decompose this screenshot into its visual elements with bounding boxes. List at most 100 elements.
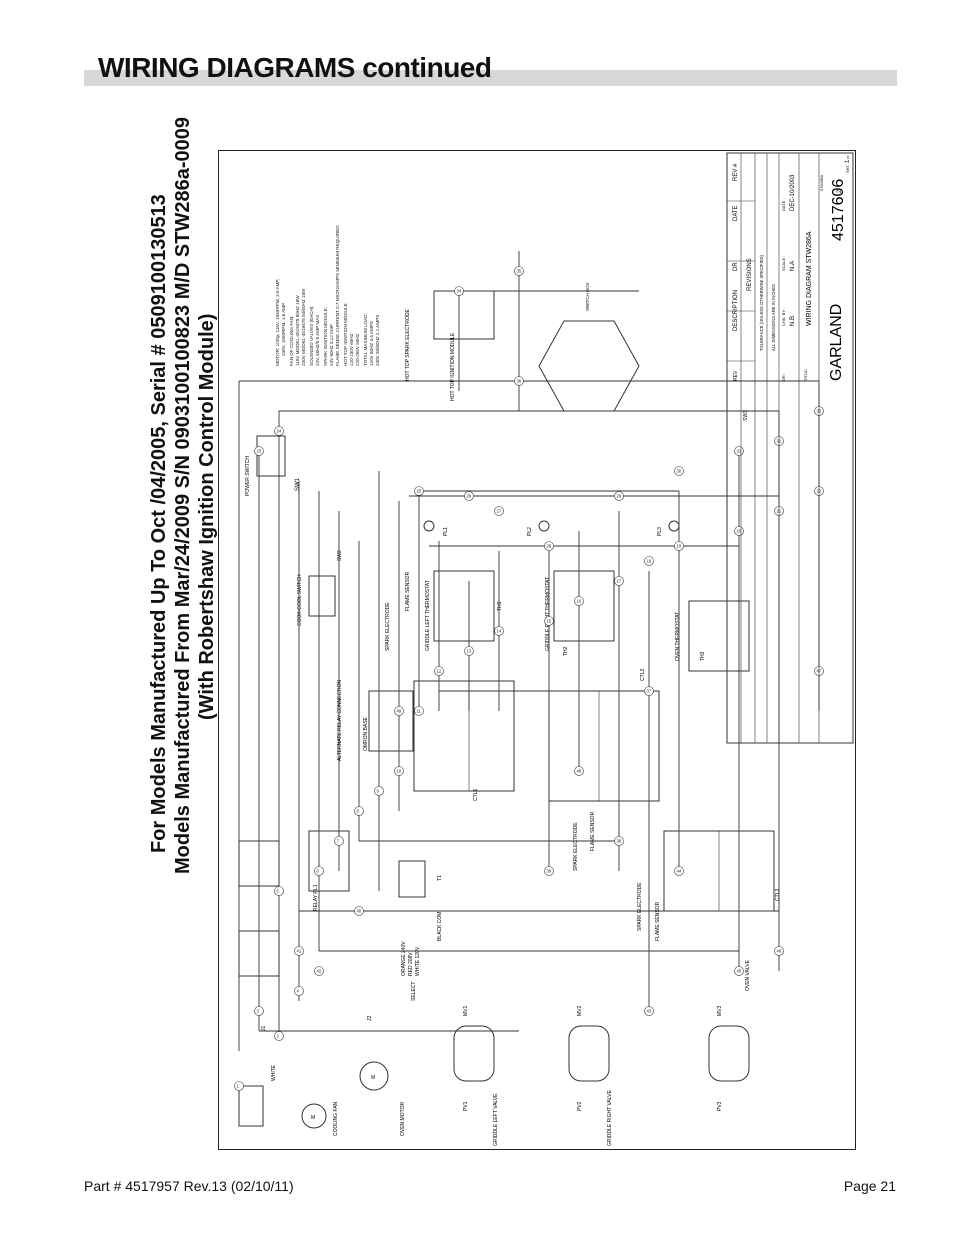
svg-text:DR: DR (733, 262, 739, 271)
wire-marker-number: 43 (647, 1009, 652, 1014)
svg-text:TH3: TH3 (700, 651, 706, 661)
cooling-fan: M COOLING FAN (301, 1101, 339, 1136)
wire-marker-number: 46 (777, 949, 782, 954)
svg-text:1: 1 (845, 159, 851, 163)
wire-number-markers: 1234567891011121314151617181920212223242… (234, 266, 824, 1091)
title-block: REV DESCRIPTION DR DATE REV # REVISIONS … (726, 152, 854, 744)
svg-text:SELECT: SELECT (411, 982, 417, 1001)
wire-marker (514, 266, 524, 276)
hot-top-ignition-module: HOT TOP SPARK ELECTRODE HOT TOP IGNITION… (405, 290, 495, 401)
svg-text:115V MODEL-4519478 60HZ 18W: 115V MODEL-4519478 60HZ 18W (295, 295, 300, 366)
svg-text:SPARK ELECTRODE: SPARK ELECTRODE (573, 822, 579, 871)
svg-text:DATE: DATE (733, 205, 739, 221)
wire-marker-number: 6 (317, 869, 320, 874)
wire-marker-number: 9 (377, 789, 380, 794)
wire-marker-number: 42 (317, 969, 322, 974)
pilot-lights: PL1 PL2 PL3 SW3 (423, 410, 749, 536)
svg-text:DR :: DR : (781, 373, 786, 381)
wire-marker (544, 541, 554, 551)
side-heading-line2: Models Manufactured From Mar/24/2009 S/N… (172, 116, 194, 874)
wire-marker (434, 666, 444, 676)
switch-box: SWITCH BOX (538, 282, 640, 412)
power-switch: POWER SWITCH SW1 (245, 435, 301, 496)
wire-marker (414, 486, 424, 496)
svg-text:RELAY RL1: RELAY RL1 (313, 884, 319, 911)
svg-text:OF: OF (846, 155, 850, 159)
wire-marker (494, 626, 504, 636)
footer-part-number: Part # 4517957 Rev.13 (02/10/11) (84, 1178, 294, 1194)
svg-text:230V, 1550RPM, 1.6 AMP: 230V, 1550RPM, 1.6 AMP (281, 303, 286, 356)
wire-marker (274, 886, 284, 896)
wire-marker (614, 576, 624, 586)
ctl1-module: CTL1 (413, 680, 515, 801)
wire-marker-number: 48 (577, 769, 582, 774)
svg-text:TOTAL MAXIMUM LOAD:: TOTAL MAXIMUM LOAD: (363, 313, 368, 366)
wire-marker (774, 946, 784, 956)
svg-text:REVISIONS: REVISIONS (747, 258, 753, 291)
svg-text:PV2: PV2 (577, 1101, 583, 1111)
garland-logo: GARLAND (828, 304, 845, 381)
wire-marker-number: 45 (737, 969, 742, 974)
wire-marker (454, 286, 464, 296)
wire-marker (254, 1006, 264, 1016)
svg-text:SOLENOID VALVES (EACH):: SOLENOID VALVES (EACH): (309, 305, 314, 366)
power-switch-label: POWER SWITCH (245, 456, 251, 496)
wire-marker (254, 446, 264, 456)
svg-text:120V 60HZ 4.5 AMPS: 120V 60HZ 4.5 AMPS (369, 321, 374, 366)
wire-marker-number: 38 (617, 839, 622, 844)
wire-marker (334, 836, 344, 846)
svg-text:REV #: REV # (733, 163, 739, 181)
wire-marker (464, 646, 474, 656)
svg-text:SHT.: SHT. (845, 164, 850, 173)
svg-text:OVEN VALVE: OVEN VALVE (745, 959, 751, 991)
svg-text:TITLE:: TITLE: (803, 369, 808, 381)
svg-text:WIRING DIAGRAM STW286A: WIRING DIAGRAM STW286A (806, 231, 813, 326)
wire-marker-number: 26 (467, 494, 472, 499)
wire-marker (354, 906, 364, 916)
wire-marker (294, 986, 304, 996)
wire-marker (674, 541, 684, 551)
wire-marker-number: 34 (457, 289, 462, 294)
wire-marker (674, 466, 684, 476)
omron-base: ALTERNATE RELAY CONNECTION OMRON BASE (337, 680, 414, 761)
griddle-right-thermostat: GRIDDLE RIGHT THERMOSTAT TH2 (545, 570, 615, 656)
wire-marker (574, 766, 584, 776)
wire-marker (314, 866, 324, 876)
wire-marker-number: 40 (357, 909, 362, 914)
title-bar (84, 70, 897, 86)
wire-marker-number: 39 (547, 869, 552, 874)
oven-thermostat: OVEN THERMOSTAT TH3 (675, 600, 750, 672)
svg-text:FLAME SENSOR: FLAME SENSOR (405, 571, 411, 611)
terminal-blocks: WHITE J1 J2 (238, 840, 373, 1127)
wire-marker (294, 946, 304, 956)
wire-marker-number: 8 (357, 809, 360, 814)
svg-text:24V 60HZ 0.12 AMP: 24V 60HZ 0.12 AMP (329, 324, 334, 366)
svg-text:HOT TOP IGNITION MODULE: HOT TOP IGNITION MODULE (343, 303, 348, 366)
svg-text:MV2: MV2 (577, 1006, 583, 1017)
svg-text:CHK. BY :: CHK. BY : (781, 308, 786, 326)
svg-text:FLAME SENSOR: FLAME SENSOR (655, 901, 661, 941)
svg-text:FAN OF COOLING FAN:: FAN OF COOLING FAN: (289, 315, 294, 366)
wiring-diagram-sheet: POWER SWITCH SW1 COOK-COOL SWITCH SW2 MO… (218, 150, 856, 1150)
wire-marker (614, 836, 624, 846)
griddle-left-valve: MV1 PV1 GRIDDLE LEFT VALVE (453, 1006, 499, 1146)
svg-text:SWITCH BOX: SWITCH BOX (585, 282, 590, 311)
svg-text:REV: REV (733, 370, 739, 381)
svg-text:DESCRIPTION: DESCRIPTION (733, 290, 739, 331)
svg-text:MV1: MV1 (463, 1006, 469, 1017)
wire-marker-number: 28 (547, 544, 552, 549)
svg-text:OVEN MOTOR: OVEN MOTOR (400, 1102, 406, 1136)
svg-text:DEC-10/2003: DEC-10/2003 (790, 174, 796, 211)
svg-text:TOLERANCE (UNLESS OTHERWISE SP: TOLERANCE (UNLESS OTHERWISE SPECIFIED) (759, 254, 764, 351)
svg-text:SPARK ELECTRODE: SPARK ELECTRODE (637, 882, 643, 931)
wire-marker-number: 30 (677, 469, 682, 474)
wire-marker (644, 686, 654, 696)
svg-text:SPARK ELECTRODE: SPARK ELECTRODE (385, 602, 391, 651)
svg-text:GRIDDLE LEFT THERMOSTAT: GRIDDLE LEFT THERMOSTAT (425, 580, 431, 651)
transformer-t1: T1 ORANGE 240V RED 208V WHITE 120V BLACK… (398, 860, 443, 1001)
svg-text:HOT TOP IGNITION MODULE: HOT TOP IGNITION MODULE (450, 332, 456, 401)
svg-text:GRIDDLE RIGHT THERMOSTAT: GRIDDLE RIGHT THERMOSTAT (545, 577, 551, 651)
wire-marker-number: 7 (337, 839, 340, 844)
wiring-diagram: POWER SWITCH SW1 COOK-COOL SWITCH SW2 MO… (234, 152, 854, 1146)
oven-motor: M OVEN MOTOR (359, 1061, 406, 1136)
